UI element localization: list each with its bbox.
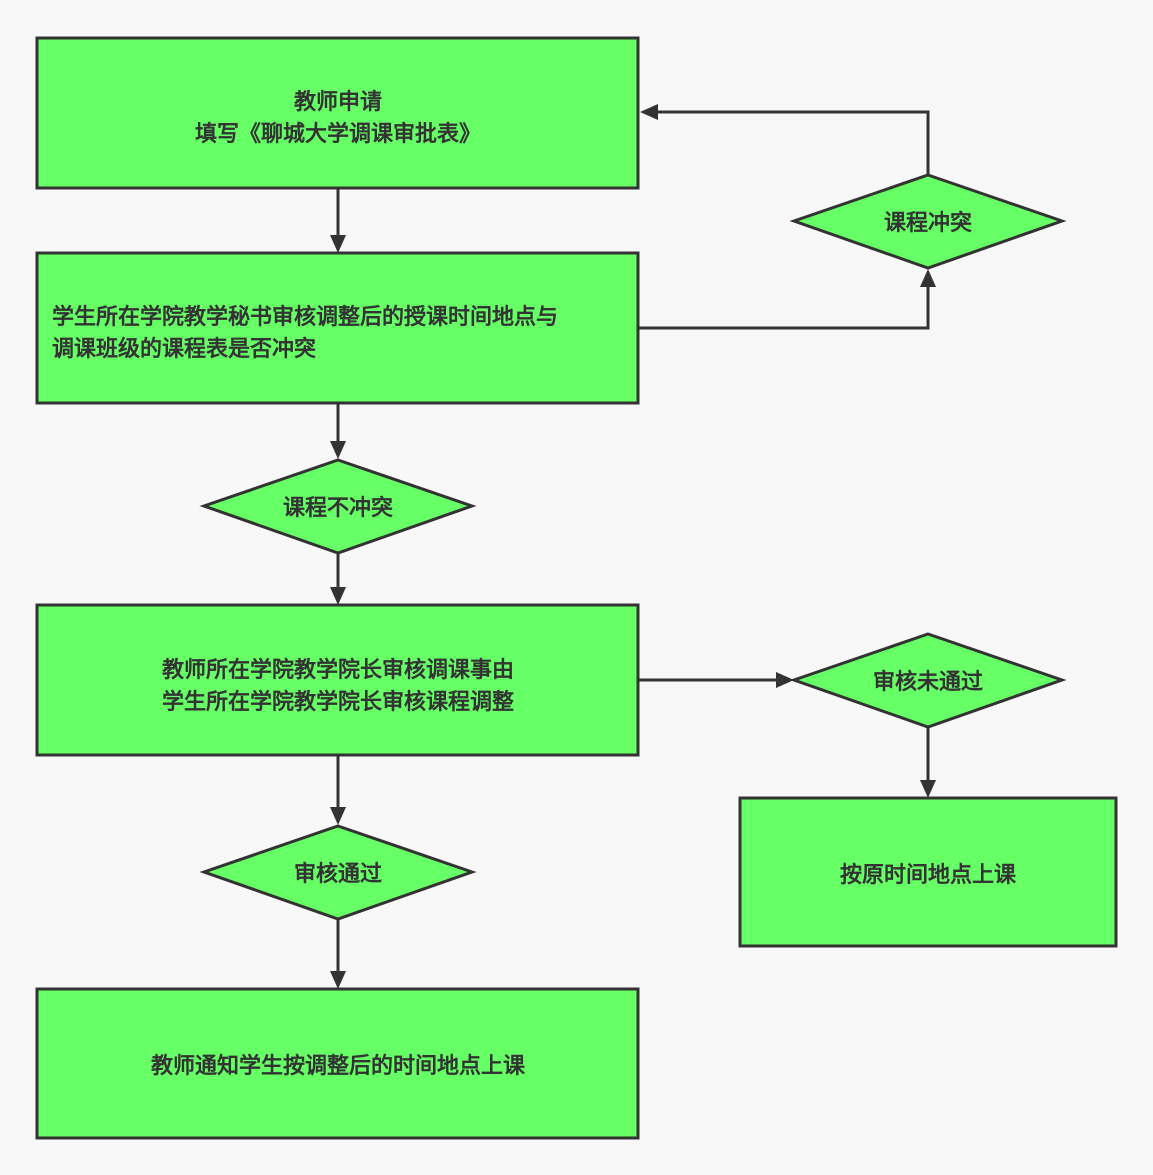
node-notify-students-shape	[35, 987, 640, 1140]
arrowhead-apply-to-review	[330, 235, 346, 253]
arrowhead-not-approved-to-original	[920, 780, 936, 798]
node-dean-review-line2: 学生所在学院教学院长审核课程调整	[162, 689, 514, 715]
edge-review-to-conflict	[638, 284, 930, 330]
node-course-conflict-shape	[789, 173, 1067, 270]
node-notify-students: 教师通知学生按调整后的时间地点上课	[35, 987, 640, 1140]
arrowhead-review-to-conflict	[920, 269, 936, 287]
node-dean-review-line1: 教师所在学院教学院长审核调课事由	[162, 657, 514, 683]
arrowhead-dean-to-not-approved	[776, 672, 794, 688]
node-approved-shape	[199, 824, 477, 921]
node-not-approved-label: 审核未通过	[873, 669, 983, 695]
node-teacher-apply: 教师申请 填写《聊城大学调课审批表》	[35, 36, 640, 190]
edges	[330, 104, 936, 989]
node-course-conflict: 课程冲突	[789, 173, 1067, 270]
node-teacher-apply-line2: 填写《聊城大学调课审批表》	[195, 121, 481, 147]
node-no-conflict-label: 课程不冲突	[283, 495, 393, 521]
node-secretary-review-line2: 调课班级的课程表是否冲突	[52, 336, 316, 362]
node-original-schedule-label: 按原时间地点上课	[840, 862, 1017, 888]
node-notify-students-label: 教师通知学生按调整后的时间地点上课	[151, 1053, 526, 1079]
node-original-schedule: 按原时间地点上课	[738, 796, 1118, 948]
node-course-conflict-label: 课程冲突	[884, 210, 972, 236]
node-not-approved: 审核未通过	[789, 632, 1067, 729]
arrowhead-review-to-no-conflict	[330, 441, 346, 459]
node-no-conflict: 课程不冲突	[199, 458, 477, 555]
node-teacher-apply-shape	[35, 36, 640, 190]
arrowhead-dean-to-approved	[330, 807, 346, 825]
node-dean-review-shape	[35, 603, 640, 757]
node-secretary-review: 学生所在学院教学秘书审核调整后的授课时间地点与 调课班级的课程表是否冲突	[35, 251, 640, 405]
arrowhead-no-conflict-to-dean	[330, 587, 346, 605]
node-secretary-review-shape	[35, 251, 640, 405]
node-approved: 审核通过	[199, 824, 477, 921]
node-not-approved-shape	[789, 632, 1067, 729]
node-dean-review: 教师所在学院教学院长审核调课事由 学生所在学院教学院长审核课程调整	[35, 603, 640, 757]
arrowhead-conflict-to-apply	[640, 104, 658, 120]
arrowhead-approved-to-notify	[330, 971, 346, 989]
node-original-schedule-shape	[738, 796, 1118, 948]
node-teacher-apply-line1: 教师申请	[294, 89, 382, 115]
node-no-conflict-shape	[199, 458, 477, 555]
edge-conflict-to-apply	[656, 110, 930, 174]
node-approved-label: 审核通过	[294, 861, 382, 887]
node-secretary-review-line1: 学生所在学院教学秘书审核调整后的授课时间地点与	[52, 304, 558, 330]
